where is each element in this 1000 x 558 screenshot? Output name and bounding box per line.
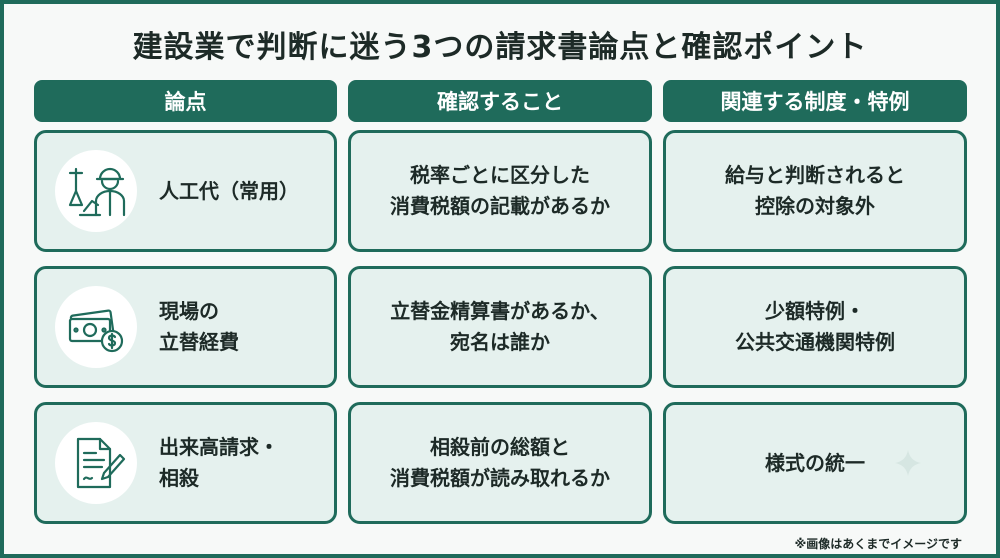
topic-label: 出来高請求・ 相殺 bbox=[159, 435, 279, 490]
related-text: 給与と判断されると 控除の対象外 bbox=[725, 163, 905, 218]
topic-label: 人工代（常用） bbox=[159, 178, 299, 203]
check-cell: 税率ごとに区分した 消費税額の記載があるか bbox=[348, 130, 652, 252]
page-title: 建設業で判断に迷う3つの請求書論点と確認ポイント bbox=[132, 30, 868, 65]
related-text: 少額特例・ 公共交通機関特例 bbox=[735, 299, 895, 354]
header-related: 関連する制度・特例 bbox=[663, 80, 967, 122]
document-pen-icon bbox=[55, 422, 137, 504]
header-topic: 論点 bbox=[34, 80, 337, 122]
check-text: 立替金精算書があるか、 宛名は誰か bbox=[390, 299, 610, 354]
check-cell: 立替金精算書があるか、 宛名は誰か bbox=[348, 266, 652, 388]
header-check: 確認すること bbox=[348, 80, 652, 122]
related-cell: 少額特例・ 公共交通機関特例 bbox=[663, 266, 967, 388]
topic-cell-expenses: 現場の 立替経費 bbox=[34, 266, 337, 388]
image-disclaimer: ※画像はあくまでイメージです bbox=[794, 537, 962, 551]
check-text: 相殺前の総額と 消費税額が読み取れるか bbox=[390, 435, 610, 490]
sparkle-icon bbox=[895, 450, 921, 476]
topic-label: 現場の 立替経費 bbox=[159, 299, 239, 354]
construction-worker-icon bbox=[55, 150, 137, 232]
check-text: 税率ごとに区分した 消費税額の記載があるか bbox=[390, 163, 610, 218]
topic-cell-labor: 人工代（常用） bbox=[34, 130, 337, 252]
related-text: 様式の統一 bbox=[765, 450, 865, 475]
topic-cell-progress-billing: 出来高請求・ 相殺 bbox=[34, 402, 337, 524]
money-icon bbox=[55, 286, 137, 368]
check-cell: 相殺前の総額と 消費税額が読み取れるか bbox=[348, 402, 652, 524]
related-cell: 給与と判断されると 控除の対象外 bbox=[663, 130, 967, 252]
